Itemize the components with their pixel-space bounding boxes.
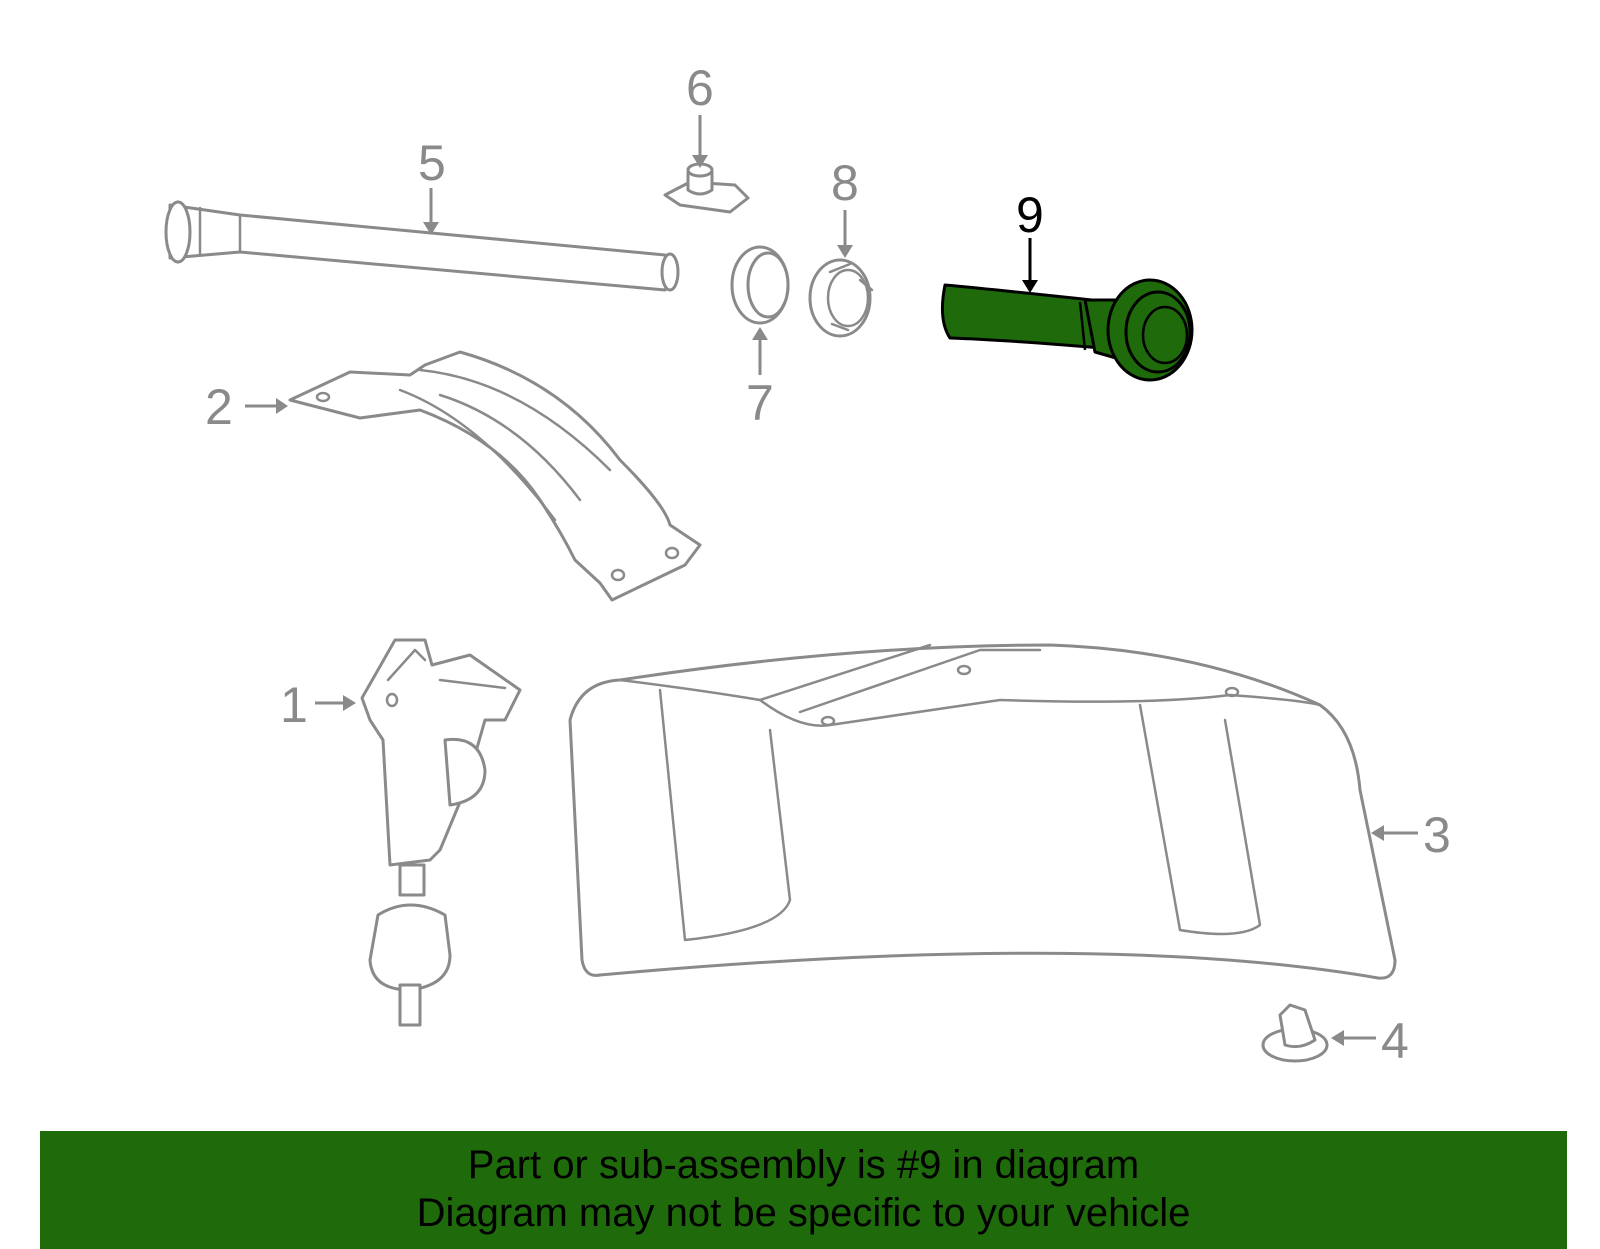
callout-3: 3	[1423, 807, 1451, 863]
part-2-bracket[interactable]	[288, 350, 702, 602]
callout-2: 2	[205, 379, 233, 435]
callout-9: 9	[1016, 187, 1044, 243]
part-8-retainer[interactable]	[808, 258, 874, 338]
callout-4: 4	[1381, 1013, 1409, 1069]
callout-arrows	[245, 115, 1418, 1046]
callout-5: 5	[418, 135, 446, 191]
callout-8: 8	[831, 155, 859, 211]
part-9-highlighted[interactable]	[940, 278, 1194, 382]
part-5-rod[interactable]	[164, 200, 680, 292]
callout-6: 6	[686, 60, 714, 116]
part-3-panel[interactable]	[568, 643, 1397, 980]
banner-line-1: Part or sub-assembly is #9 in diagram	[467, 1143, 1140, 1187]
part-1-hoist[interactable]	[360, 638, 522, 1027]
part-4-push-clip[interactable]	[1261, 1003, 1329, 1063]
part-7-ring[interactable]	[730, 245, 790, 325]
callout-1: 1	[280, 677, 308, 733]
callout-7: 7	[746, 375, 774, 431]
part-6-clip-nut[interactable]	[663, 162, 750, 214]
info-banner: Part or sub-assembly is #9 in diagram Di…	[40, 1131, 1567, 1249]
banner-line-2: Diagram may not be specific to your vehi…	[416, 1191, 1191, 1235]
